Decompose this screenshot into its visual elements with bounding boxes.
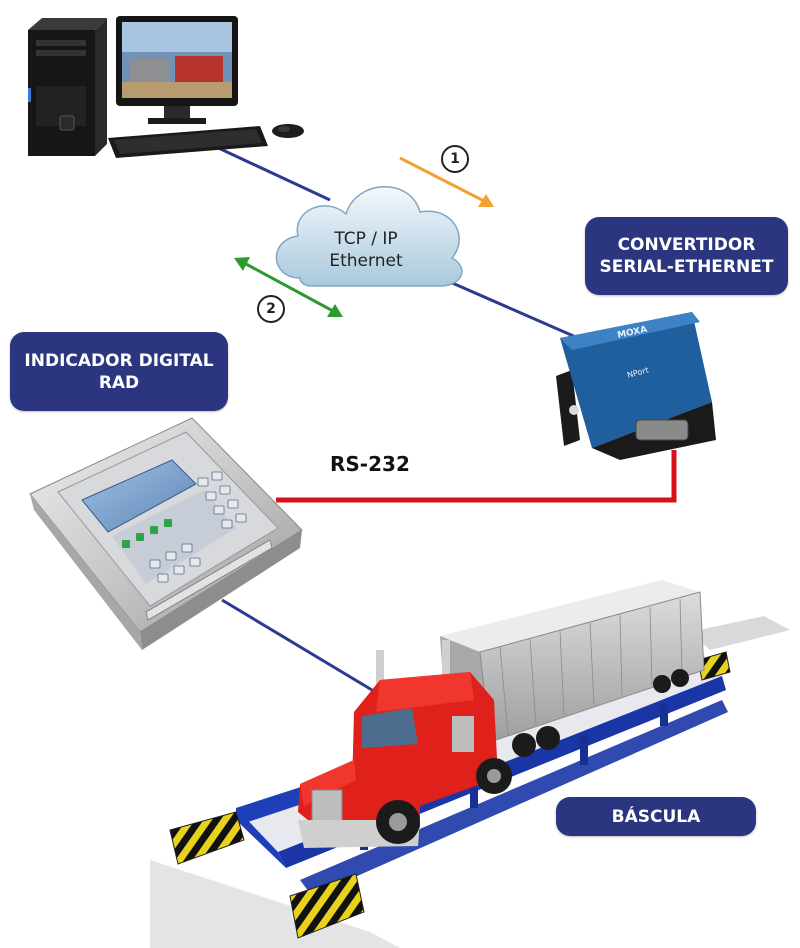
keyboard-icon xyxy=(108,126,268,158)
weighing-indicator-icon xyxy=(29,417,303,650)
ramp-icon xyxy=(150,616,790,948)
serial-line-rs232 xyxy=(276,450,677,503)
cloud-label-line1: TCP / IP xyxy=(334,229,398,249)
step-2-badge: 2 xyxy=(257,295,285,323)
bascula-label: BÁSCULA xyxy=(556,797,756,836)
convertidor-label: CONVERTIDOR SERIAL-ETHERNET xyxy=(585,217,788,295)
computer-tower-icon xyxy=(28,18,107,156)
bascula-label-text: BÁSCULA xyxy=(611,806,701,827)
hazard-barrier-icon xyxy=(169,651,731,939)
arrow-1-icon xyxy=(399,156,494,207)
arrow-2-icon xyxy=(234,257,343,317)
cloud-icon xyxy=(275,186,463,287)
cloud-label-line2: Ethernet xyxy=(329,251,403,271)
network-line-cloud-converter xyxy=(449,280,579,340)
cloud-label: TCP / IP Ethernet xyxy=(296,228,436,272)
network-line-pc-cloud xyxy=(211,143,331,202)
indicador-label: INDICADOR DIGITAL RAD xyxy=(10,332,228,411)
network-line-indicator-scale xyxy=(221,598,373,692)
moxa-converter-icon: MOXA NPort xyxy=(556,312,716,460)
step-1-badge: 1 xyxy=(441,145,469,173)
mouse-icon xyxy=(272,124,304,138)
convertidor-label-line1: CONVERTIDOR xyxy=(617,235,756,255)
monitor-icon xyxy=(116,16,238,124)
indicador-label-line1: INDICADOR DIGITAL xyxy=(24,350,214,371)
rs232-label: RS-232 xyxy=(330,452,410,476)
truck-cab-icon xyxy=(298,640,512,848)
convertidor-label-line2: SERIAL-ETHERNET xyxy=(599,257,774,277)
indicador-label-line2: RAD xyxy=(98,372,140,393)
